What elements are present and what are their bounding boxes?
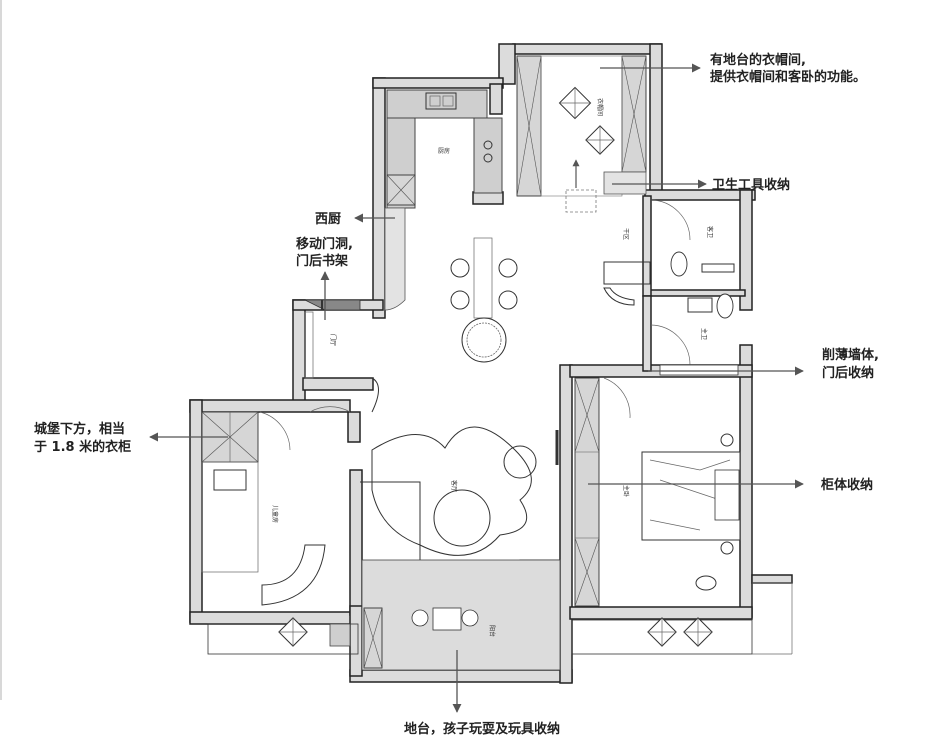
cloakroom bbox=[516, 55, 647, 213]
anno-platform: 地台，孩子玩耍及玩具收纳 bbox=[404, 721, 560, 737]
anno-cabinet-storage: 柜体收纳 bbox=[820, 477, 873, 493]
room-label-balcony: 阳台 bbox=[488, 625, 496, 637]
annotation-text: 有地台的衣帽间, 提供衣帽间和客卧的功能。 卫生工具收纳 西厨 移动门洞, 门后… bbox=[34, 52, 879, 737]
bathrooms bbox=[603, 199, 739, 376]
anno-movable-door-line1: 移动门洞, bbox=[296, 236, 353, 252]
anno-thin-wall-line2: 门后收纳 bbox=[822, 365, 874, 381]
anno-cloakroom-line2: 提供衣帽间和客卧的功能。 bbox=[710, 69, 866, 85]
dining-area bbox=[450, 237, 518, 363]
anno-cloakroom-line1: 有地台的衣帽间, bbox=[710, 52, 806, 68]
anno-castle-line1: 城堡下方，相当 bbox=[34, 421, 125, 437]
kids-room bbox=[201, 411, 359, 655]
anno-movable-door-line2: 门后书架 bbox=[296, 253, 348, 269]
anno-western-kitchen: 西厨 bbox=[315, 212, 341, 227]
anno-sanitary-storage: 卫生工具收纳 bbox=[712, 177, 790, 193]
room-labels: 厨房 衣帽间 干区 客卫 主卫 门厅 客厅 儿童房 主卧 阳台 bbox=[271, 98, 714, 637]
room-label-cloakroom: 衣帽间 bbox=[596, 98, 604, 116]
room-label-kitchen: 厨房 bbox=[438, 147, 450, 155]
room-label-entrance: 门厅 bbox=[329, 334, 337, 346]
annotation-arrows bbox=[149, 63, 804, 713]
room-label-dry-area: 干区 bbox=[622, 228, 629, 240]
room-label-master-bedroom: 主卧 bbox=[622, 485, 630, 497]
master-bedroom bbox=[571, 377, 793, 655]
kitchen bbox=[384, 89, 503, 311]
page-edge-rule bbox=[0, 0, 2, 700]
anno-castle-line2: 于 1.8 米的衣柜 bbox=[34, 439, 131, 455]
room-label-living: 客厅 bbox=[450, 480, 458, 492]
room-label-guest-bath: 客卫 bbox=[706, 226, 714, 238]
room-label-master-bath: 主卫 bbox=[700, 328, 708, 340]
balcony bbox=[361, 559, 561, 671]
room-label-kids-room: 儿童房 bbox=[271, 505, 279, 523]
anno-thin-wall-line1: 削薄墙体, bbox=[822, 347, 879, 363]
entrance bbox=[304, 299, 379, 413]
